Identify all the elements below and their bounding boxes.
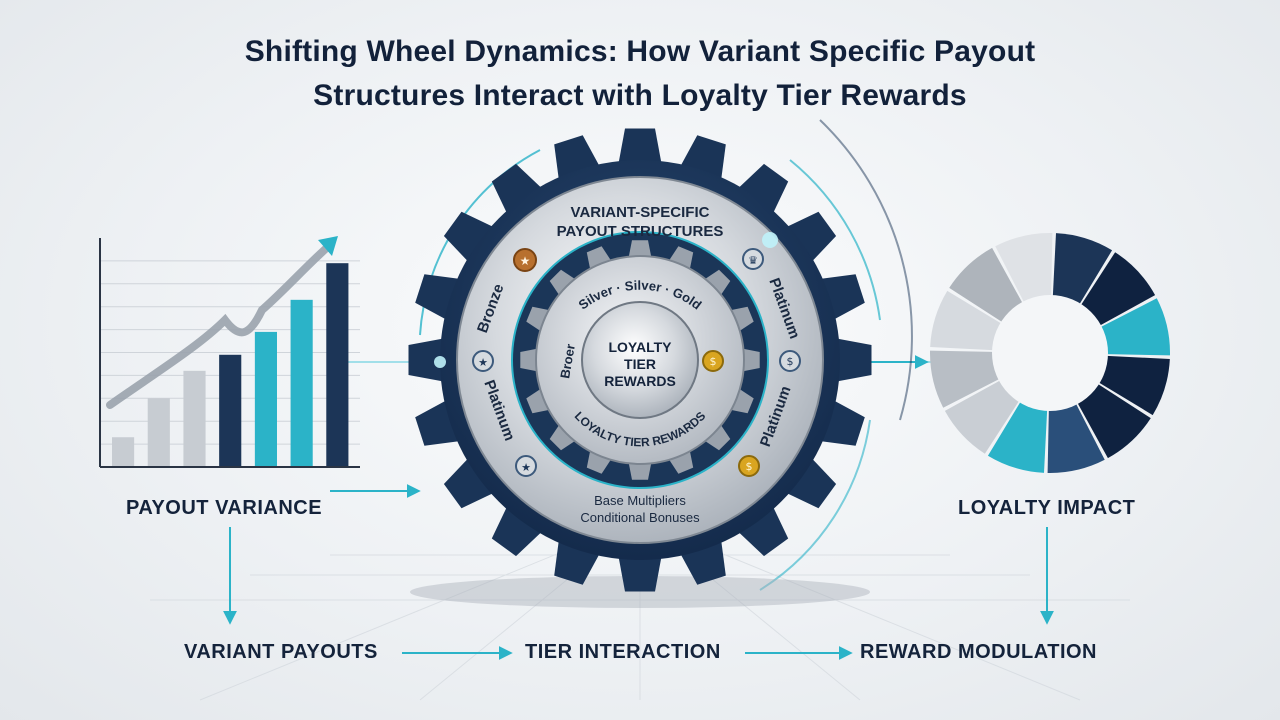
trend-arrow — [106, 241, 334, 409]
donut-hole — [992, 295, 1108, 411]
svg-text:★: ★ — [520, 254, 531, 268]
label-payout-variance: PAYOUT VARIANCE — [126, 497, 323, 519]
gear-teeth-tooth — [443, 211, 497, 264]
inner-gear-teeth-tooth — [549, 421, 579, 451]
bar-1 — [112, 437, 135, 467]
gear-teeth-tooth — [783, 211, 837, 264]
star-badge-left-icon: ★ — [472, 350, 494, 372]
inner-gear-center — [581, 301, 699, 419]
gear-teeth-tooth — [491, 163, 544, 217]
svg-text:$: $ — [746, 460, 753, 473]
center-label-line1: LOYALTY — [608, 339, 672, 355]
svg-text:★: ★ — [521, 461, 531, 474]
svg-text:★: ★ — [478, 356, 488, 369]
svg-text:$: $ — [710, 355, 717, 368]
svg-text:$: $ — [787, 355, 794, 368]
bar-7 — [326, 263, 349, 467]
gear-bottom-line1: Base Multipliers — [594, 493, 686, 508]
gold-coin-icon: $ — [702, 350, 724, 372]
crown-badge-icon: ♛ — [742, 248, 764, 270]
center-label-line2: TIER — [624, 356, 656, 372]
gear-outer-label-line2: PAYOUT STRUCTURES — [557, 223, 724, 240]
diamond-badge-icon: ★ — [515, 455, 537, 477]
bar-5 — [254, 331, 277, 467]
gear-teeth-tooth — [618, 128, 662, 167]
gear-teeth-tooth — [443, 456, 497, 509]
glow-left — [434, 356, 446, 368]
gear-outer-label-line1: VARIANT-SPECIFIC — [571, 204, 710, 221]
inner-left-label: Broer — [557, 343, 578, 380]
gear-teeth-tooth — [618, 553, 662, 592]
center-label-line3: REWARDS — [604, 373, 676, 389]
label-loyalty-impact: LOYALTY IMPACT — [958, 497, 1136, 519]
gear-teeth-tooth — [783, 456, 837, 509]
glow-right — [762, 232, 778, 248]
gear-bottom-line2: Conditional Bonuses — [580, 510, 700, 525]
dollar-badge-right-icon: $ — [779, 350, 801, 372]
title-line-1: Shifting Wheel Dynamics: How Variant Spe… — [244, 35, 1036, 68]
svg-text:♛: ♛ — [748, 254, 758, 267]
bronze-medal-icon: ★ — [513, 248, 537, 272]
label-variant-payouts: VARIANT PAYOUTS — [184, 641, 378, 663]
gear-teeth-tooth — [736, 163, 789, 217]
label-reward-modulation: REWARD MODULATION — [860, 641, 1097, 663]
gold-coin-bottom-icon: $ — [738, 455, 760, 477]
title-line-2: Structures Interact with Loyalty Tier Re… — [313, 79, 967, 112]
bar-2 — [147, 398, 170, 467]
trend-arrow-head — [318, 236, 338, 256]
bar-3 — [183, 370, 206, 467]
label-tier-interaction: TIER INTERACTION — [525, 641, 721, 663]
inner-gear-teeth-tooth — [701, 269, 731, 299]
orbit-arc-top-right — [789, 159, 881, 321]
gear-teeth-tooth — [736, 503, 789, 557]
gear-teeth-tooth — [491, 503, 544, 557]
inner-gear-teeth-tooth — [701, 421, 731, 451]
orbit-arc-far-right — [819, 119, 913, 421]
gear-teeth-tooth — [833, 338, 872, 382]
orbit-arc-bottom-right — [759, 419, 871, 591]
bar-6 — [290, 299, 313, 467]
gear-shadow — [410, 576, 870, 608]
bar-chart-bars — [112, 263, 349, 467]
bar-4 — [219, 354, 242, 467]
gear-teeth-tooth — [408, 338, 447, 382]
page-title: Shifting Wheel Dynamics: How Variant Spe… — [0, 30, 1280, 118]
inner-gear-teeth-tooth — [549, 269, 579, 299]
